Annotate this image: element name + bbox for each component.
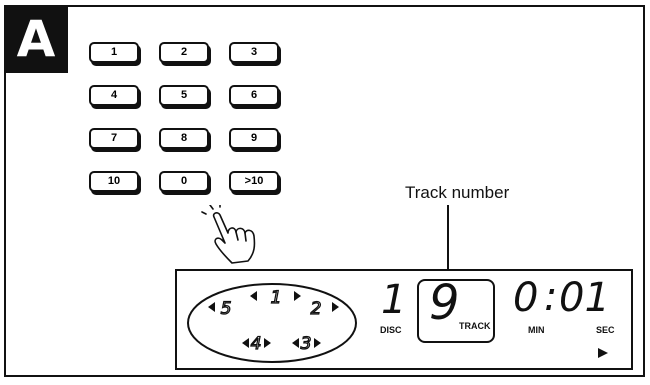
key-4[interactable]: 4	[89, 85, 139, 106]
time-minutes-readout: 0	[513, 275, 539, 321]
time-separator: :	[544, 274, 558, 320]
callout-leader-line	[447, 205, 449, 270]
disc-slot-arrow	[314, 338, 321, 348]
key-9[interactable]: 9	[229, 128, 279, 149]
disc-slot-arrow	[264, 338, 271, 348]
disc-slot-arrow	[242, 338, 249, 348]
play-icon	[598, 348, 608, 358]
disc-number-readout: 1	[381, 277, 407, 323]
disc-label: DISC	[380, 325, 402, 335]
track-label: TRACK	[459, 321, 491, 331]
key-greater-than-10[interactable]: >10	[229, 171, 279, 192]
key-7[interactable]: 7	[89, 128, 139, 149]
key-3[interactable]: 3	[229, 42, 279, 63]
disc-slot-arrow	[292, 338, 299, 348]
disc-slot-arrow	[208, 302, 215, 312]
track-number-callout: Track number	[405, 183, 510, 202]
disc-slot-arrow	[250, 291, 257, 301]
disc-slot-5: 5	[221, 299, 232, 319]
disc-slot-arrow	[332, 302, 339, 312]
key-2[interactable]: 2	[159, 42, 209, 63]
key-1[interactable]: 1	[89, 42, 139, 63]
disc-slot-arrow	[294, 291, 301, 301]
disc-slot-1: 1	[271, 288, 282, 308]
display-panel: 5 1 2 4 3 1 DISC 9 TRACK 0 : 01 MIN SEC	[175, 269, 633, 370]
sec-label: SEC	[596, 325, 615, 335]
diagram-frame	[4, 5, 645, 377]
pointing-hand-icon	[201, 205, 256, 264]
key-8[interactable]: 8	[159, 128, 209, 149]
disc-tray-indicator: 5 1 2 4 3	[187, 283, 357, 363]
disc-slot-3: 3	[301, 334, 312, 354]
key-0[interactable]: 0	[159, 171, 209, 192]
key-6[interactable]: 6	[229, 85, 279, 106]
disc-slot-2: 2	[311, 299, 322, 319]
time-seconds-readout: 01	[559, 275, 610, 321]
panel-label: A	[4, 5, 68, 73]
disc-slot-4: 4	[251, 334, 262, 354]
key-5[interactable]: 5	[159, 85, 209, 106]
min-label: MIN	[528, 325, 545, 335]
track-box	[417, 279, 495, 343]
track-number-readout: 9	[429, 275, 460, 331]
key-10[interactable]: 10	[89, 171, 139, 192]
